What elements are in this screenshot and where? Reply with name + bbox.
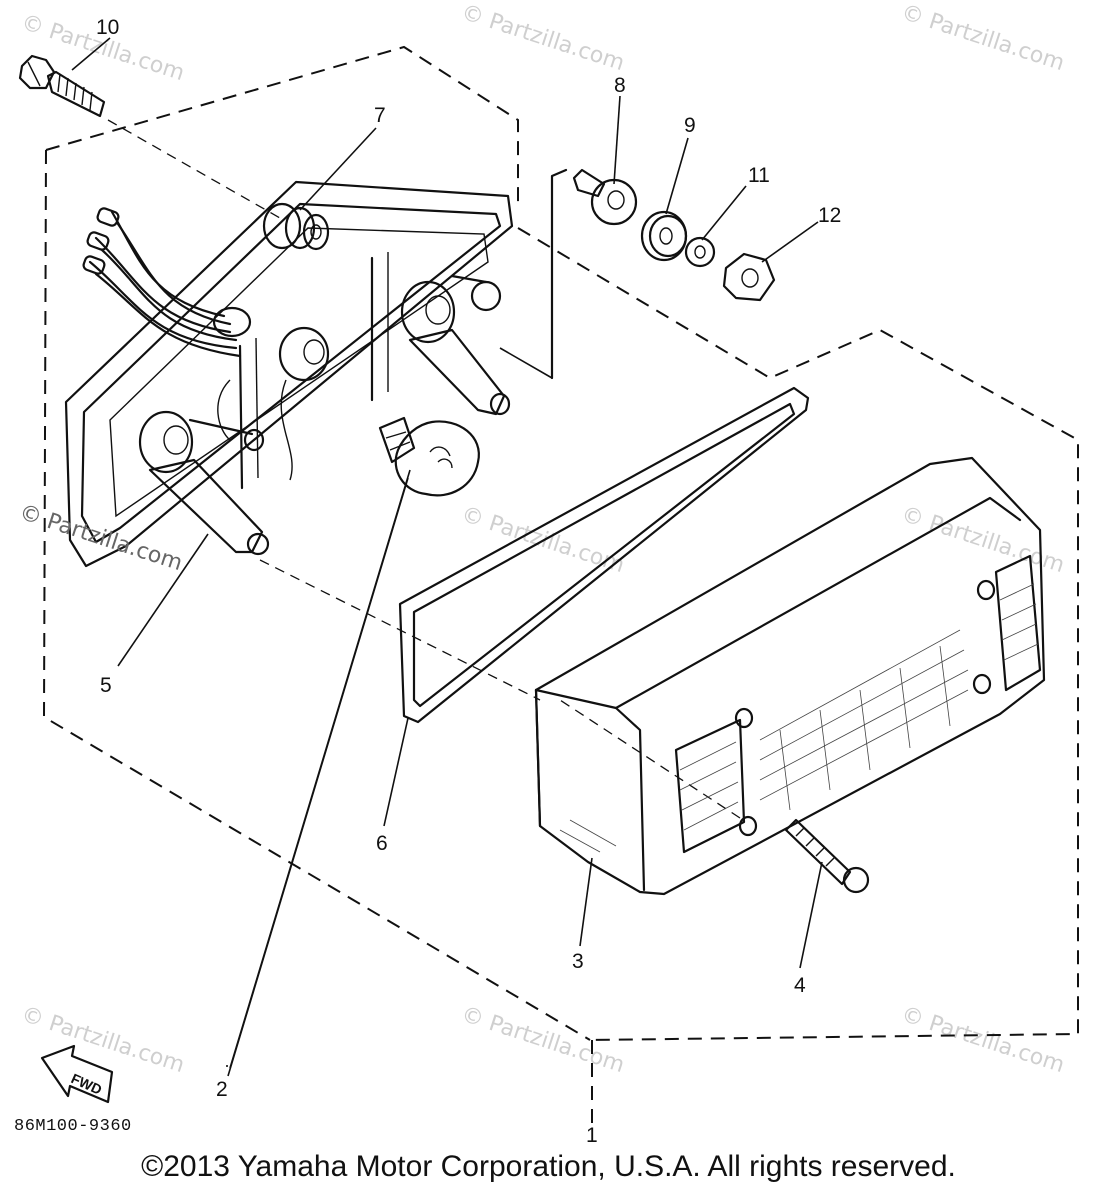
callout-3: 3 [572,950,584,973]
callout-7: 7 [374,104,386,127]
gasket-icon [398,386,810,724]
group-boundary-right [517,227,1079,1041]
watermark-text: © Partzilla.com [898,0,1067,76]
lamp-housing-icon [64,180,514,568]
grommet-icon [262,202,330,251]
bracket-line [550,168,568,380]
collar-icon [572,168,638,226]
copyright-notice: ©2013 Yamaha Motor Corporation, U.S.A. A… [141,1150,956,1183]
watermark-text: © Partzilla.com [18,1002,187,1078]
lock-washer-icon [684,236,716,268]
part-number: 86M100-9360 [14,1117,132,1136]
axis-line-screw [559,699,741,819]
watermarks: © Partzilla.com © Partzilla.com © Partzi… [18,0,1067,1078]
callout-labels: 10 7 8 9 11 12 5 2 6 3 4 1 [96,16,841,1147]
bracket-leader [499,347,553,379]
callout-5: 5 [100,674,112,697]
lens-icon [534,456,1046,896]
callout-1: 1 [586,1124,598,1147]
watermark-text: © Partzilla.com [458,0,627,76]
axis-line-bolt [107,119,281,219]
callout-8: 8 [614,74,626,97]
callout-2: 2 [216,1078,228,1101]
fwd-arrow-icon: FWD [40,1044,114,1104]
bulb-icon [378,416,480,497]
callout-leaders [71,37,823,1077]
group-boundary-left-lower [42,149,591,1041]
watermark-text: © Partzilla.com [16,500,185,576]
callout-10: 10 [96,16,119,39]
screw-icon [784,818,870,894]
bolt-icon [18,54,106,118]
callout-9: 9 [684,114,696,137]
callout-11: 11 [748,164,770,187]
callout-12: 12 [818,204,841,227]
watermark-text: © Partzilla.com [898,1002,1067,1078]
washer-icon [640,210,688,262]
callout-6: 6 [376,832,388,855]
wire-harness-icon [82,207,252,358]
group-boundary-left [45,45,519,210]
nut-icon [722,252,776,302]
callout-4: 4 [794,974,806,997]
